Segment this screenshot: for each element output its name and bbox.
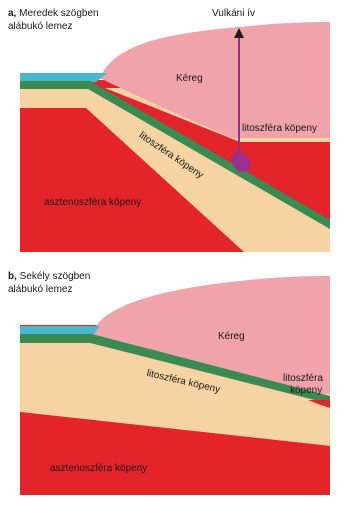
panel-a-ocean <box>20 73 108 82</box>
panel-a-title-line2: alábukó lemez <box>8 21 72 33</box>
panel-b-crust-label: Kéreg <box>218 331 245 343</box>
panel-a-arc-label: Vulkáni ív <box>212 8 255 20</box>
panel-a-asthenosphere-label: asztenoszféra köpeny <box>44 197 141 209</box>
panel-a-crust-label: Kéreg <box>176 73 203 85</box>
panel-a-title-line1: Meredek szögben <box>19 8 99 19</box>
panel-b-lith-right-label-2: köpeny <box>290 385 322 397</box>
panel-b-title-line1: Sekély szögben <box>20 271 91 282</box>
panel-b-lith-right-label-1: litoszféra <box>283 373 323 385</box>
panel-b-title: b, Sekély szögben <box>8 271 90 283</box>
panel-a-diagram <box>20 22 330 252</box>
panel-a-letter: a, <box>8 8 16 19</box>
panel-a-lith-right-label: litoszféra köpeny <box>242 123 317 135</box>
panel-a-title: a, Meredek szögben <box>8 8 99 20</box>
panel-b-letter: b, <box>8 271 17 282</box>
panel-b-asthenosphere-label: asztenoszféra köpeny <box>50 463 147 475</box>
panel-b-title-line2: alábukó lemez <box>8 284 72 296</box>
